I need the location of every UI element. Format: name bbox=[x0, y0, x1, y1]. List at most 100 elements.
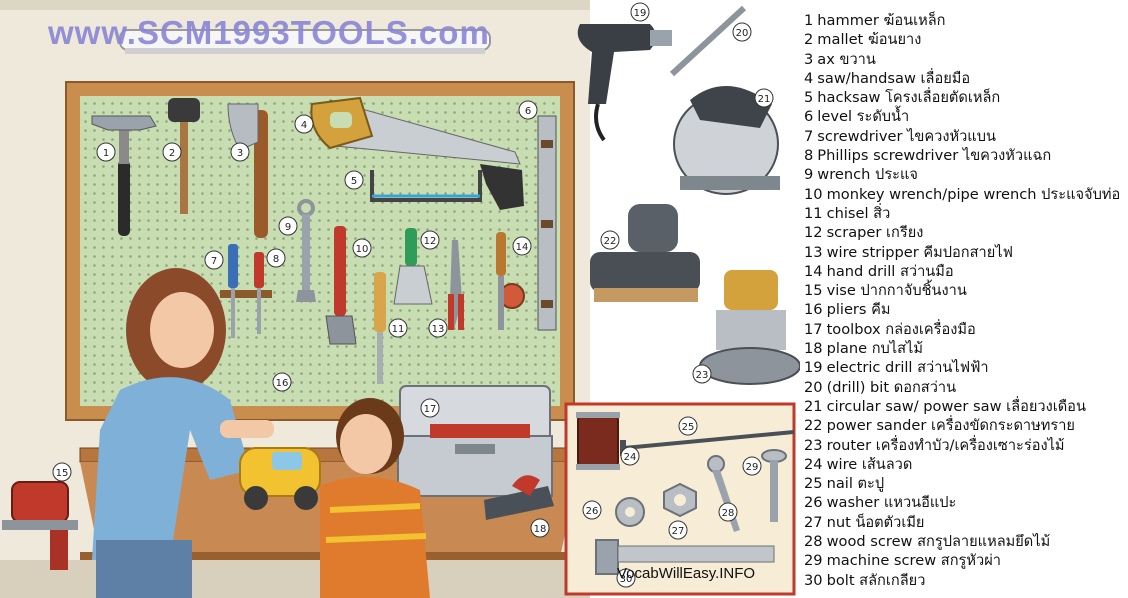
svg-text:5: 5 bbox=[351, 176, 357, 187]
vocab-number: 20 bbox=[804, 378, 823, 396]
plane-tool bbox=[484, 475, 554, 520]
svg-text:11: 11 bbox=[392, 324, 405, 335]
vocab-text: wire เส้นลวด bbox=[826, 455, 913, 473]
svg-text:18: 18 bbox=[534, 524, 547, 535]
vocab-number: 8 bbox=[804, 147, 814, 165]
vocab-text: mallet ฆ้อนยาง bbox=[817, 31, 922, 49]
bolt bbox=[595, 539, 775, 575]
vocab-text: electric drill สว่านไฟฟ้า bbox=[826, 359, 989, 377]
vocab-text: machine screw สกรูหัวผ่า bbox=[826, 552, 1001, 570]
svg-text:10: 10 bbox=[356, 244, 369, 255]
vocab-text: (drill) bit ดอกสว่าน bbox=[826, 378, 957, 396]
nail bbox=[620, 430, 795, 456]
ceiling-light bbox=[119, 29, 491, 54]
vocab-number: 19 bbox=[804, 359, 823, 377]
hammer-tool bbox=[91, 115, 157, 236]
svg-text:23: 23 bbox=[696, 370, 709, 381]
svg-text:22: 22 bbox=[604, 236, 617, 247]
vocab-number: 17 bbox=[804, 320, 823, 338]
vocab-number: 21 bbox=[804, 397, 823, 415]
wrench-tool bbox=[296, 199, 316, 302]
svg-text:12: 12 bbox=[424, 236, 437, 247]
svg-text:1: 1 bbox=[103, 148, 109, 159]
vocab-text: screwdriver ไขควงหัวแบน bbox=[817, 127, 996, 145]
svg-text:17: 17 bbox=[424, 404, 437, 415]
woman-figure bbox=[92, 268, 274, 598]
svg-text:27: 27 bbox=[672, 526, 685, 537]
vocab-number: 3 bbox=[804, 50, 814, 68]
chisel-tool bbox=[374, 272, 386, 384]
svg-text:25: 25 bbox=[682, 422, 695, 433]
svg-text:16: 16 bbox=[276, 378, 289, 389]
drill-bit-tool bbox=[669, 5, 747, 77]
vocab-text: chisel สิ่ว bbox=[826, 204, 891, 222]
pipe-wrench-tool bbox=[325, 226, 357, 345]
vocab-text: vise ปากกาจับชิ้นงาน bbox=[826, 282, 967, 300]
vocab-text: wire stripper คีมปอกสายไฟ bbox=[826, 243, 1013, 261]
vocab-text: scraper เกรียง bbox=[826, 224, 924, 242]
vocab-number: 22 bbox=[804, 417, 823, 435]
vocab-text: nail ตะปู bbox=[826, 475, 885, 493]
electric-drill-tool bbox=[577, 24, 672, 142]
vocab-text: hammer ฆ้อนเหล็ก bbox=[817, 12, 946, 29]
vocab-text: pliers คีม bbox=[826, 301, 891, 319]
svg-text:2: 2 bbox=[169, 148, 175, 159]
vocab-text: router เครื่องทำบัว/เครื่องเซาะร่องไม้ bbox=[826, 436, 1065, 454]
vocab-text: circular saw/ power saw เลื่อยวงเดือน bbox=[826, 397, 1086, 415]
svg-text:6: 6 bbox=[525, 106, 531, 117]
vocab-text: saw/handsaw เลื่อยมือ bbox=[817, 69, 971, 87]
svg-text:3: 3 bbox=[237, 148, 243, 159]
vocab-text: monkey wrench/pipe wrench ประแจจับท่อ bbox=[826, 185, 1121, 203]
vocab-text: washer แหวนอีแปะ bbox=[826, 494, 957, 512]
vocab-text: plane กบไสไม้ bbox=[826, 340, 924, 358]
vocab-item: 20(drill) bit ดอกสว่าน bbox=[804, 378, 1128, 397]
vise-tool bbox=[2, 481, 78, 570]
wire-stripper-tool bbox=[448, 240, 464, 330]
hand-drill-tool bbox=[496, 232, 525, 330]
vocab-number: 14 bbox=[804, 262, 823, 280]
svg-text:26: 26 bbox=[586, 506, 599, 517]
power-sander-tool bbox=[590, 204, 700, 302]
vocab-number: 23 bbox=[804, 436, 823, 454]
vocab-number: 1 bbox=[804, 12, 814, 29]
mallet-tool bbox=[168, 98, 200, 214]
circular-saw-tool bbox=[673, 85, 780, 195]
vocab-number: 9 bbox=[804, 166, 814, 184]
svg-text:19: 19 bbox=[634, 8, 647, 19]
scraper-tool bbox=[393, 228, 433, 305]
screwdriver-rack bbox=[220, 244, 272, 338]
vocab-text: wood screw สกรูปลายแหลมยึดไม้ bbox=[826, 533, 1051, 551]
vocab-number: 27 bbox=[804, 513, 823, 531]
vocab-text: hand drill สว่านมือ bbox=[826, 262, 954, 280]
router-tool bbox=[699, 270, 800, 385]
svg-text:30: 30 bbox=[620, 574, 633, 585]
svg-text:20: 20 bbox=[736, 28, 749, 39]
vocab-number: 4 bbox=[804, 69, 814, 87]
washer bbox=[615, 497, 645, 527]
vocab-number: 18 bbox=[804, 340, 823, 358]
svg-text:24: 24 bbox=[624, 452, 637, 463]
hacksaw-tool bbox=[370, 164, 524, 210]
credit-text: VocabWillEasy.INFO bbox=[617, 565, 756, 582]
ax-tool bbox=[227, 103, 268, 238]
vocab-number: 2 bbox=[804, 31, 814, 49]
vocab-text: nut น็อตตัวเมีย bbox=[826, 513, 925, 531]
vocab-number: 28 bbox=[804, 533, 823, 551]
svg-text:29: 29 bbox=[746, 462, 759, 473]
wire-spool bbox=[576, 412, 620, 470]
